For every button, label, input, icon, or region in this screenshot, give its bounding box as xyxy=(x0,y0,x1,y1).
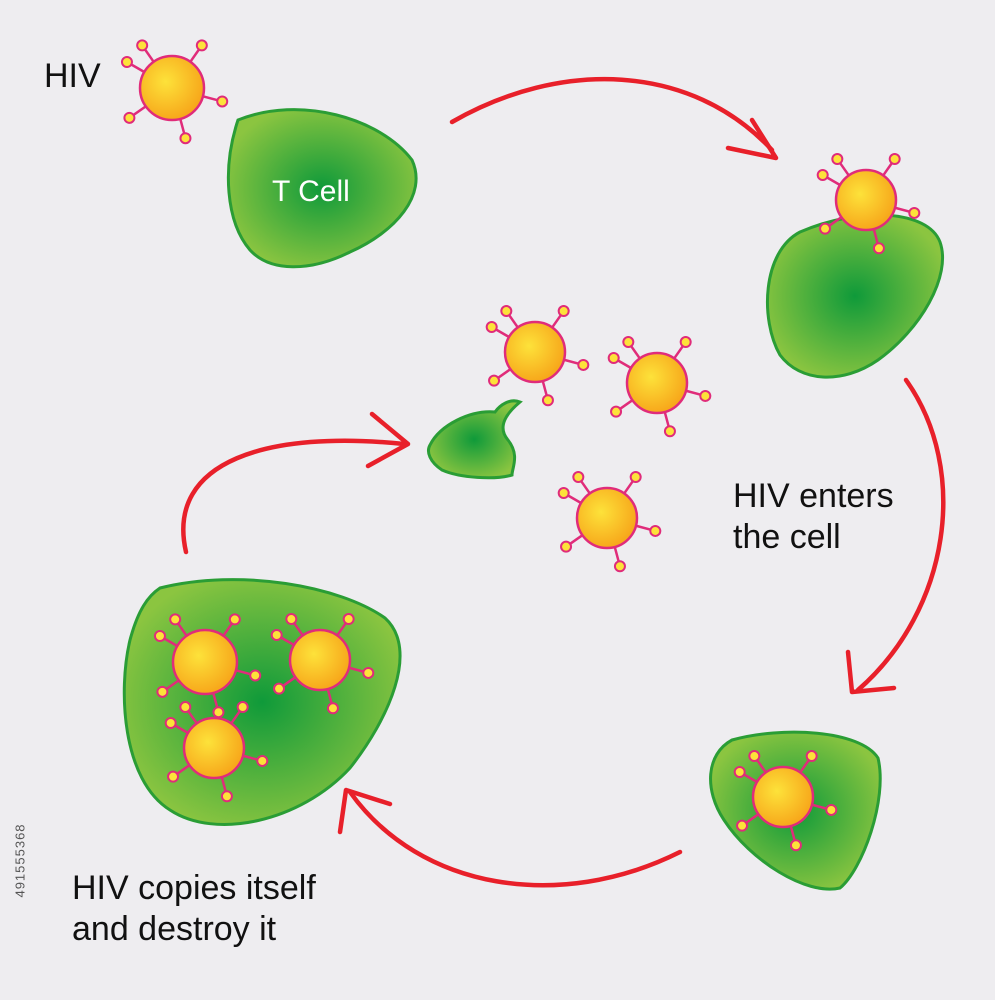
t-cell-replicating-icon xyxy=(122,578,402,826)
virus-attaching-icon xyxy=(816,153,921,255)
virus-free-icon xyxy=(120,39,229,145)
virus-released-2-icon xyxy=(607,336,712,438)
virus-copy-3-icon xyxy=(164,701,269,803)
hiv-copies-caption: HIV copies itself and destroy it xyxy=(72,868,316,950)
arrow-left-icon xyxy=(181,411,411,555)
t-cell-label: T Cell xyxy=(272,175,350,208)
arrow-right-icon xyxy=(845,377,946,695)
arrow-top-icon xyxy=(449,76,779,161)
watermark-id: 491555368 xyxy=(0,760,40,960)
t-cell-infected-icon xyxy=(765,213,945,379)
hiv-enters-line-2: the cell xyxy=(733,517,841,556)
virus-layer xyxy=(120,39,921,852)
virus-released-1-icon xyxy=(485,305,590,407)
hiv-enters-caption: HIV enters the cell xyxy=(733,476,894,558)
virus-released-3-icon xyxy=(557,471,662,573)
watermark-id-text: 491555368 xyxy=(12,822,28,898)
arrow-bottom-icon xyxy=(337,787,683,888)
hiv-label: HIV xyxy=(44,57,101,95)
virus-copy-1-icon xyxy=(153,613,262,719)
virus-integrated-icon xyxy=(733,750,838,852)
t-cell-destroyed-icon xyxy=(427,399,523,480)
virus-copy-2-icon xyxy=(270,613,375,715)
t-cell-icon xyxy=(226,108,418,269)
hiv-copies-line-1: HIV copies itself xyxy=(72,869,316,907)
hiv-copies-line-2: and destroy it xyxy=(72,909,277,948)
hiv-enters-line-1: HIV enters xyxy=(733,477,894,515)
